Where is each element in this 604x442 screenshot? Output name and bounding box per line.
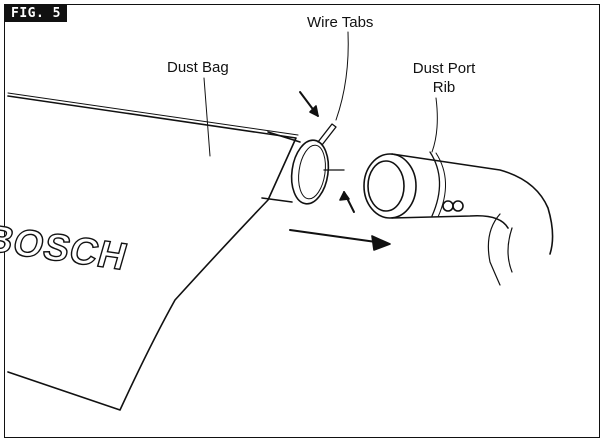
direction-arrow	[289, 229, 377, 243]
figure-number-badge: FIG. 5	[5, 5, 67, 22]
port-screw-2	[452, 200, 464, 212]
dust-port-rib-label: Dust Port Rib	[404, 59, 484, 97]
dust-bag-label: Dust Bag	[167, 59, 229, 76]
port-screw-1	[442, 200, 454, 212]
dust-port-rib-label-line1: Dust Port	[412, 60, 476, 77]
dust-port-hose	[487, 213, 513, 286]
dust-bag-outline	[7, 95, 297, 411]
dust-bag-leader	[203, 77, 211, 157]
dust-port-opening-outer	[363, 153, 417, 219]
dust-port-opening-inner	[367, 160, 405, 212]
wire-tabs-label: Wire Tabs	[307, 14, 374, 31]
dust-port-rib-label-line2: Rib	[432, 79, 456, 96]
dust-bag-seam	[7, 92, 299, 136]
dust-port-body	[391, 153, 554, 255]
wire-tabs-leader	[335, 31, 349, 121]
dust-bag-collar-opening	[290, 139, 330, 205]
wire-tab-upper	[317, 123, 337, 146]
dust-port-rib	[429, 151, 441, 217]
bosch-logo: BOSCH	[0, 217, 133, 278]
figure-frame	[4, 4, 600, 438]
dust-port-rib-leader	[431, 97, 438, 153]
dust-bag-collar-inner	[298, 144, 326, 200]
dust-bag-collar	[261, 131, 301, 203]
